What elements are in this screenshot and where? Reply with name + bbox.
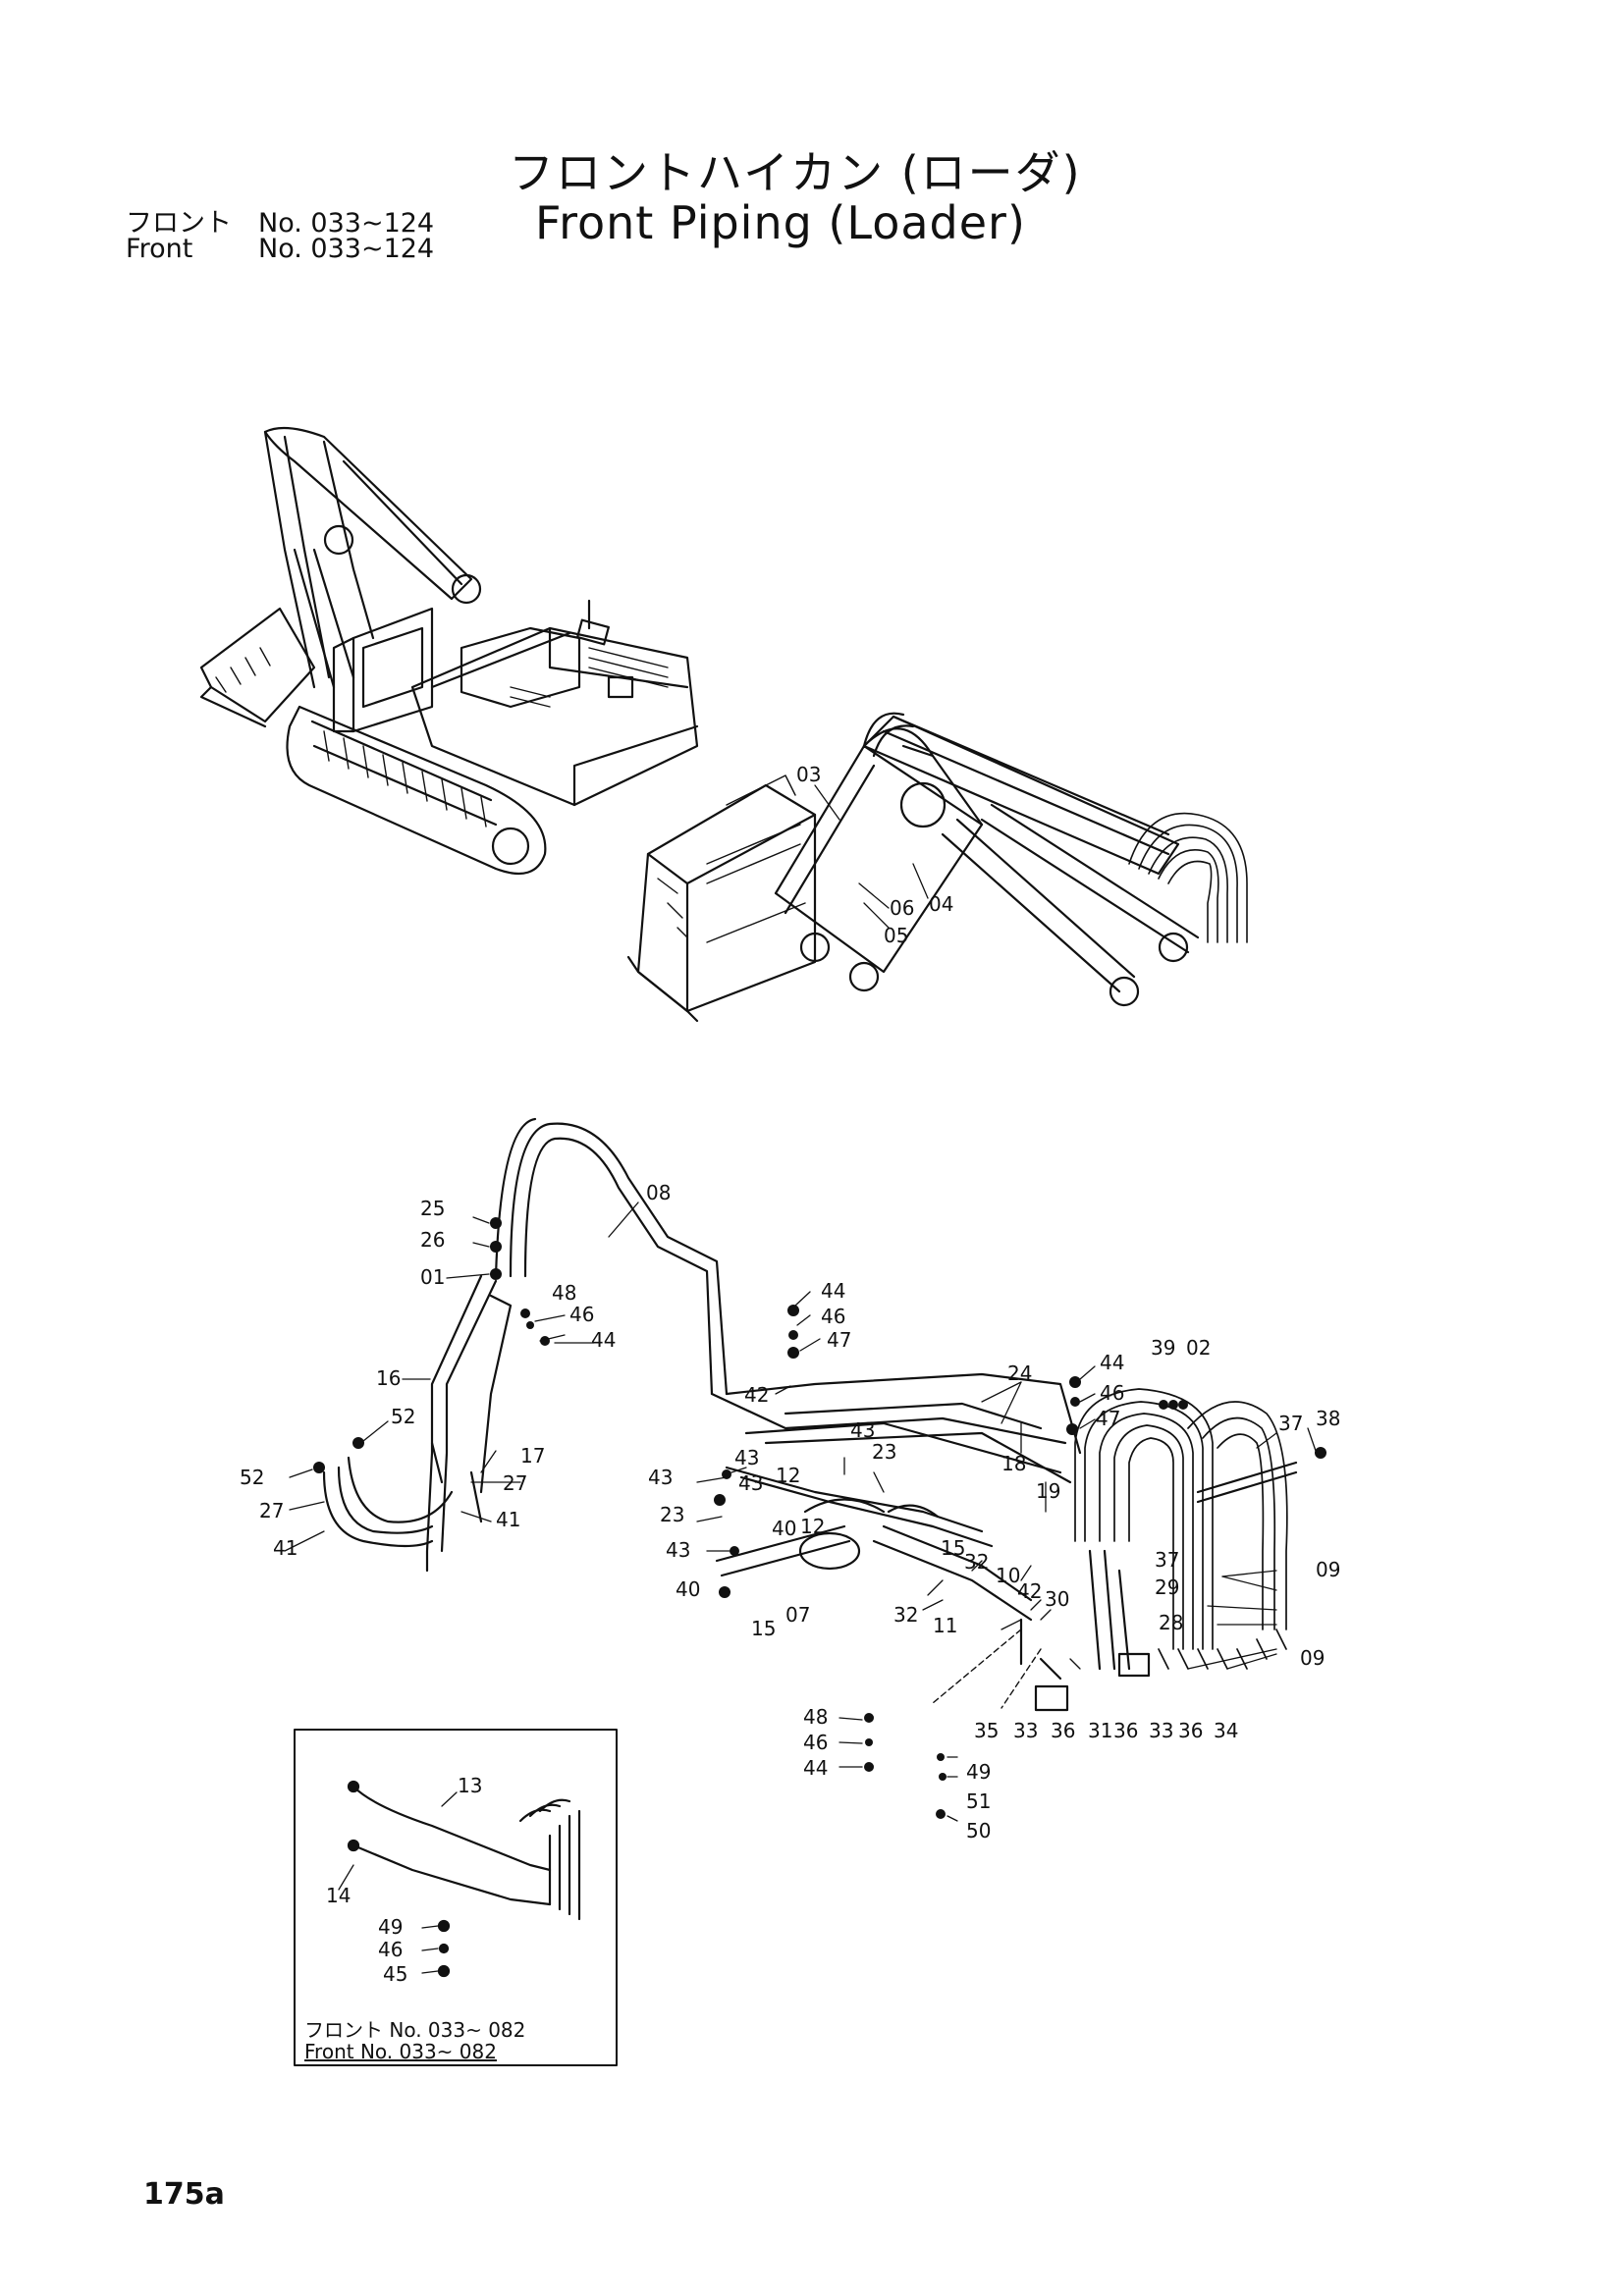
callout-36c: 36 bbox=[1178, 1719, 1203, 1742]
callout-39: 39 bbox=[1151, 1336, 1175, 1360]
callout-23b: 23 bbox=[872, 1440, 896, 1464]
title-english: Front Piping (Loader) bbox=[535, 196, 1026, 249]
inset-callout-49: 49 bbox=[378, 1915, 403, 1939]
callout-34: 34 bbox=[1214, 1719, 1238, 1742]
front-attachment-drawing bbox=[626, 712, 1248, 1023]
excavator-overview-drawing bbox=[199, 426, 699, 876]
callout-30: 30 bbox=[1045, 1587, 1069, 1611]
inset-callout-46: 46 bbox=[378, 1938, 403, 1961]
callout-47a: 47 bbox=[827, 1328, 851, 1352]
callout-43a: 43 bbox=[648, 1466, 673, 1489]
callout-33b: 33 bbox=[1149, 1719, 1173, 1742]
callout-33a: 33 bbox=[1013, 1719, 1038, 1742]
callout-46c: 46 bbox=[1100, 1381, 1124, 1405]
callout-50: 50 bbox=[966, 1819, 991, 1842]
callout-46d: 46 bbox=[803, 1731, 828, 1754]
callout-41a: 41 bbox=[273, 1536, 298, 1560]
callout-m03: 03 bbox=[796, 763, 821, 786]
callout-09b: 09 bbox=[1300, 1646, 1325, 1670]
inset-callout-45: 45 bbox=[383, 1962, 407, 1986]
callout-41b: 41 bbox=[496, 1508, 520, 1531]
page-number: 175a bbox=[143, 2177, 225, 2212]
callout-49a: 49 bbox=[966, 1760, 991, 1784]
callout-42a: 42 bbox=[744, 1383, 769, 1407]
piping-layout-drawing bbox=[284, 1117, 1326, 1822]
callout-12b: 12 bbox=[800, 1515, 825, 1538]
callout-01: 01 bbox=[420, 1265, 445, 1289]
inset-callout-14: 14 bbox=[326, 1884, 351, 1907]
callout-26: 26 bbox=[420, 1228, 445, 1252]
callout-40b: 40 bbox=[676, 1577, 700, 1601]
front-value-en: No. 033~124 bbox=[258, 234, 435, 264]
callout-32a: 32 bbox=[964, 1550, 989, 1574]
callout-12a: 12 bbox=[776, 1464, 800, 1487]
callout-19: 19 bbox=[1036, 1479, 1060, 1503]
callout-09a: 09 bbox=[1316, 1558, 1340, 1581]
callout-46b: 46 bbox=[821, 1305, 845, 1328]
callout-47b: 47 bbox=[1096, 1407, 1120, 1430]
callout-37a: 37 bbox=[1278, 1412, 1303, 1435]
callout-43e: 43 bbox=[738, 1471, 763, 1495]
callout-36a: 36 bbox=[1051, 1719, 1075, 1742]
front-number-en: Front No. 033~124 bbox=[126, 236, 434, 263]
callout-44a: 44 bbox=[591, 1328, 616, 1352]
callout-07: 07 bbox=[785, 1603, 810, 1627]
front-number-jp: フロント No. 033~124 bbox=[126, 210, 434, 238]
callout-28: 28 bbox=[1159, 1611, 1183, 1634]
callout-m06: 06 bbox=[890, 896, 914, 920]
callout-35: 35 bbox=[974, 1719, 999, 1742]
callout-52a: 52 bbox=[391, 1405, 415, 1428]
callout-42b: 42 bbox=[1017, 1579, 1042, 1603]
callout-48b: 48 bbox=[803, 1705, 828, 1729]
title-japanese: フロントハイカン (ローダ) bbox=[509, 146, 1082, 199]
callout-16: 16 bbox=[376, 1366, 401, 1390]
callout-44c: 44 bbox=[1100, 1351, 1124, 1374]
callout-37b: 37 bbox=[1155, 1548, 1179, 1572]
callout-27a: 27 bbox=[259, 1499, 284, 1522]
callout-15b: 15 bbox=[941, 1536, 965, 1560]
callout-17: 17 bbox=[520, 1444, 545, 1468]
callout-11: 11 bbox=[933, 1614, 957, 1637]
callout-46a: 46 bbox=[569, 1303, 594, 1326]
callout-43d: 43 bbox=[666, 1538, 690, 1562]
callout-23a: 23 bbox=[660, 1503, 684, 1526]
callout-08: 08 bbox=[646, 1181, 671, 1204]
callout-51: 51 bbox=[966, 1789, 991, 1813]
callout-48a: 48 bbox=[552, 1281, 576, 1305]
callout-m04: 04 bbox=[929, 892, 953, 916]
callout-44d: 44 bbox=[803, 1756, 828, 1780]
callout-32b: 32 bbox=[893, 1603, 918, 1627]
callout-43c: 43 bbox=[850, 1418, 875, 1442]
callout-36b: 36 bbox=[1113, 1719, 1138, 1742]
callout-27b: 27 bbox=[503, 1471, 527, 1495]
callout-25: 25 bbox=[420, 1197, 445, 1220]
callout-29: 29 bbox=[1155, 1575, 1179, 1599]
callout-02: 02 bbox=[1186, 1336, 1211, 1360]
callout-24: 24 bbox=[1007, 1362, 1032, 1385]
front-label-jp: フロント bbox=[126, 208, 232, 239]
callout-43b: 43 bbox=[734, 1446, 759, 1469]
callout-31: 31 bbox=[1088, 1719, 1112, 1742]
front-label-en: Front bbox=[126, 234, 193, 264]
callout-52b: 52 bbox=[240, 1466, 264, 1489]
front-value-jp: No. 033~124 bbox=[258, 208, 435, 239]
inset-note-en: Front No. 033~ 082 bbox=[304, 2040, 497, 2063]
callout-10: 10 bbox=[996, 1564, 1020, 1587]
inset-box: 13 14 49 46 45 bbox=[294, 1729, 618, 2066]
callout-labels: 25 26 01 08 48 46 44 16 52 17 52 27 27 4… bbox=[240, 763, 1340, 1842]
callout-18: 18 bbox=[1001, 1452, 1026, 1475]
callout-38: 38 bbox=[1316, 1407, 1340, 1430]
callout-15a: 15 bbox=[751, 1617, 776, 1640]
callout-44b: 44 bbox=[821, 1279, 845, 1303]
inset-note-jp: フロント No. 033~ 082 bbox=[304, 2018, 526, 2042]
inset-callout-13: 13 bbox=[458, 1774, 482, 1797]
callout-40a: 40 bbox=[772, 1517, 796, 1540]
